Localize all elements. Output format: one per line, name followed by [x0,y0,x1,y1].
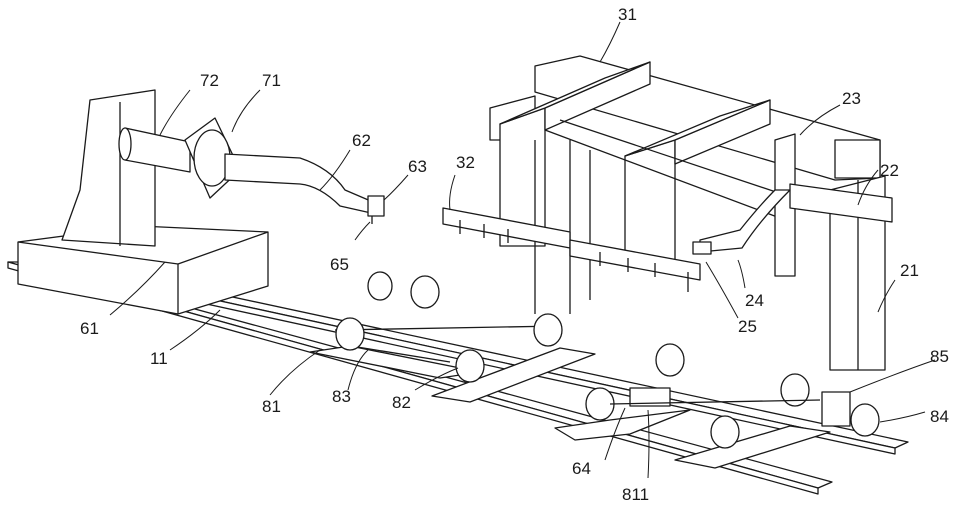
label-23: 23 [842,89,861,108]
label-11: 11 [150,349,168,368]
label-21: 21 [900,261,919,280]
label-31: 31 [618,5,637,24]
label-64: 64 [572,459,591,478]
label-83: 83 [332,387,351,406]
label-32: 32 [456,153,475,172]
label-71: 71 [262,71,281,90]
label-84: 84 [930,407,949,426]
label-61: 61 [80,319,99,338]
label-811: 811 [622,485,649,504]
headstock-column [62,90,155,246]
label-22: 22 [880,161,899,180]
label-62: 62 [352,131,371,150]
label-25: 25 [738,317,757,336]
pipe-workpiece [225,154,384,224]
label-82: 82 [392,393,411,412]
label-63: 63 [408,157,427,176]
label-85: 85 [930,347,949,366]
label-72: 72 [200,71,219,90]
label-81: 81 [262,397,281,416]
label-65: 65 [330,255,349,274]
label-24: 24 [745,291,764,310]
